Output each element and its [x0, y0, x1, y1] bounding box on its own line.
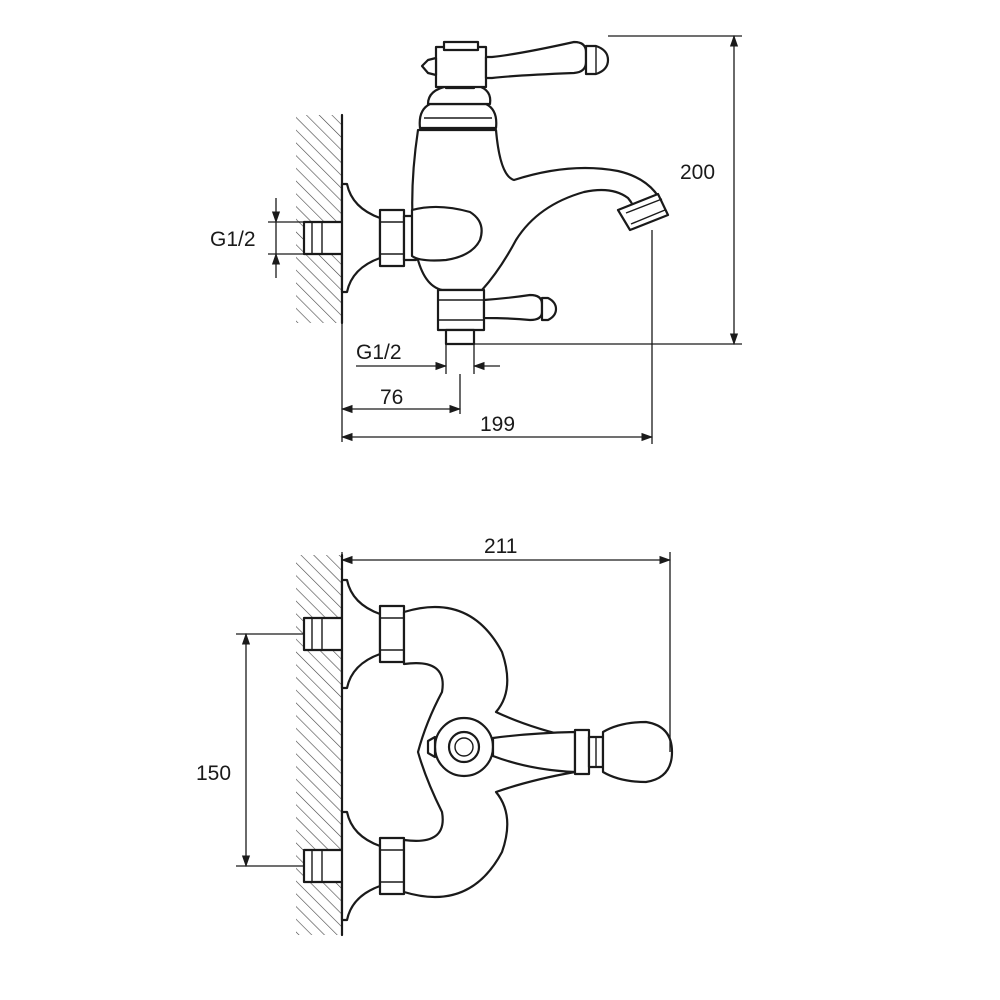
label-depth: 199	[480, 413, 515, 436]
label-offset: 76	[380, 386, 403, 409]
dim-width	[340, 552, 672, 752]
mixer-body-side	[411, 128, 668, 292]
dim-offset	[340, 323, 462, 442]
dim-spacing	[236, 632, 304, 868]
top-lever-handle	[420, 40, 610, 89]
label-width: 211	[484, 535, 517, 558]
cartridge-top	[426, 716, 495, 778]
diverter-knob-side	[436, 288, 558, 346]
dim-depth	[340, 230, 654, 444]
spout-aerator	[616, 192, 670, 232]
wall-section-side	[296, 113, 344, 325]
dim-height	[474, 34, 742, 346]
label-thread-bottom: G1/2	[356, 341, 402, 364]
side-view: G1/2 G1/2 200 76 199	[210, 34, 742, 444]
dim-thread-side	[268, 198, 304, 278]
diverter-cap-side	[410, 205, 483, 262]
dim-thread-bottom	[356, 344, 500, 374]
inlet-connection-top-lower	[302, 810, 406, 922]
label-thread-side: G1/2	[210, 228, 256, 251]
lever-handle-top	[491, 720, 674, 784]
label-spacing: 150	[196, 762, 231, 785]
top-view: 211 150	[190, 535, 674, 937]
label-height: 200	[680, 161, 715, 184]
